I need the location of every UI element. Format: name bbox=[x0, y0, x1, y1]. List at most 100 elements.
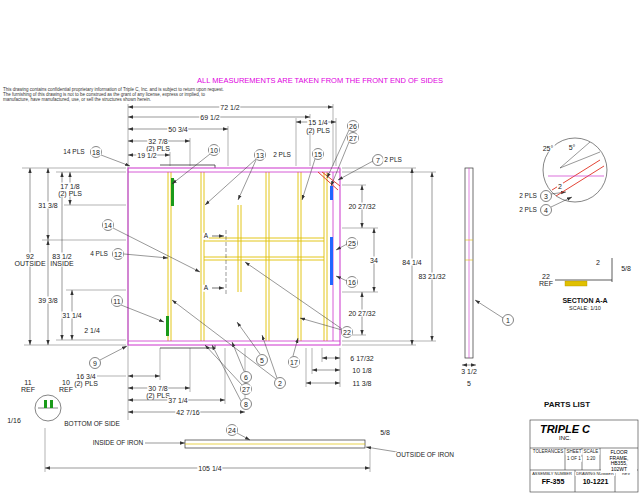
side-view bbox=[465, 168, 473, 358]
side-rail bbox=[128, 172, 340, 173]
callout-number: 9 bbox=[92, 360, 98, 367]
extension-line bbox=[170, 152, 171, 166]
title-block-border bbox=[530, 420, 638, 492]
bottom-profile bbox=[35, 395, 365, 448]
dimension-text: 30 7/8 bbox=[147, 385, 168, 392]
dimension-text: 16 3/4 bbox=[75, 373, 96, 380]
extension-line bbox=[64, 205, 126, 206]
annotation-text: INSIDE OF IRON bbox=[92, 440, 145, 447]
dimension-text: 31 3/8 bbox=[37, 202, 58, 209]
callout-balloons bbox=[90, 121, 552, 436]
corner-brace bbox=[318, 172, 338, 190]
longitudinal-member bbox=[241, 205, 242, 292]
longitudinal-member bbox=[204, 257, 324, 258]
callout-balloon bbox=[113, 249, 124, 260]
section-member bbox=[565, 281, 587, 286]
side-view-member bbox=[465, 260, 473, 261]
annotation-text: SCALE: 1/10 bbox=[568, 306, 602, 312]
callout-number: 22 bbox=[342, 329, 352, 336]
leader-line bbox=[336, 244, 347, 250]
callout-balloon bbox=[313, 149, 324, 160]
leader-line bbox=[145, 443, 185, 444]
dimension-line bbox=[462, 365, 476, 366]
title-block-text: 1 OF 1 bbox=[566, 457, 582, 462]
dimension-text: 92 bbox=[25, 253, 35, 260]
dimension-text: (2) PLS bbox=[57, 190, 83, 197]
view-heading: PARTS LIST bbox=[543, 401, 591, 409]
leader-line bbox=[338, 161, 373, 180]
section-profile bbox=[555, 280, 612, 281]
dimension-text: 5 bbox=[466, 380, 472, 387]
dimension-text: 5/8 bbox=[620, 265, 632, 272]
callout-number: 14 bbox=[103, 222, 113, 229]
extension-line bbox=[333, 104, 334, 166]
cross-member bbox=[298, 172, 299, 341]
cross-member bbox=[269, 172, 270, 341]
title-block-text: TOLERANCES bbox=[532, 450, 564, 455]
dimension-text: OUTSIDE bbox=[13, 260, 46, 267]
callout-balloon bbox=[227, 425, 238, 436]
callout-balloon bbox=[90, 358, 101, 369]
angle-line bbox=[560, 152, 600, 168]
dimension-text: 32 7/8 bbox=[147, 138, 168, 145]
callout-balloon bbox=[91, 147, 102, 158]
dimension-text: (2) PLS bbox=[145, 145, 171, 152]
dimension-text: 72 1/2 bbox=[219, 104, 240, 111]
leader-line bbox=[100, 346, 127, 360]
leader-line bbox=[232, 342, 244, 371]
extension-line bbox=[342, 185, 366, 186]
leader-line bbox=[121, 305, 164, 322]
dimension-line bbox=[128, 376, 160, 377]
extension-line bbox=[66, 290, 126, 291]
cross-member bbox=[168, 172, 169, 341]
callout-balloon bbox=[348, 133, 359, 144]
callout-balloon bbox=[347, 277, 358, 288]
extension-line bbox=[22, 168, 126, 169]
title-block-cell: TRIPLE CINC. bbox=[532, 422, 598, 443]
longitudinal-member bbox=[204, 238, 324, 239]
side-view-outline bbox=[465, 168, 473, 358]
dimension-text: 20 27/32 bbox=[347, 203, 376, 210]
leader-line bbox=[172, 154, 210, 184]
dimension-text: 19 1/2 bbox=[136, 152, 157, 159]
dimension-text: 83 21/32 bbox=[417, 273, 446, 280]
callout-balloon bbox=[541, 205, 552, 216]
annotation-text: 4 PLS bbox=[89, 251, 109, 258]
leader-line bbox=[237, 433, 250, 440]
dimension-text: (2) PLS bbox=[73, 380, 99, 387]
frame-outline bbox=[128, 168, 340, 345]
leader-line bbox=[551, 197, 572, 207]
dimension-text: 25° bbox=[542, 145, 555, 152]
dimension-text: 83 1/2 bbox=[51, 253, 72, 260]
title-block-cell: 10-1221 bbox=[577, 477, 614, 487]
annotation-text: 2 PLS bbox=[518, 207, 538, 214]
dimension-text: 5/8 bbox=[379, 429, 391, 436]
title-block-text: SHEET bbox=[565, 450, 582, 455]
dimension-text: 5° bbox=[568, 144, 577, 151]
dimension-text: INSIDE bbox=[49, 260, 74, 267]
callout-balloon bbox=[275, 378, 286, 389]
leader-line bbox=[172, 300, 276, 379]
annotation-text: 2 PLS bbox=[518, 193, 538, 200]
dimension-text: 34 bbox=[369, 257, 379, 264]
callout-number: 3 bbox=[543, 193, 549, 200]
callout-balloon bbox=[541, 191, 552, 202]
extension-line bbox=[225, 348, 226, 404]
gusset-plate bbox=[171, 178, 174, 206]
dimension-text: REF bbox=[58, 386, 74, 393]
callout-number: 1 bbox=[505, 317, 511, 324]
profile-outline bbox=[185, 440, 365, 448]
dimension-text: (2) PLS bbox=[305, 127, 331, 134]
extension-line bbox=[45, 428, 46, 472]
leader-line bbox=[245, 262, 342, 329]
side-stub bbox=[160, 165, 215, 166]
extension-line bbox=[370, 450, 371, 472]
annotation-text: 2 PLS bbox=[272, 152, 292, 159]
dimension-lines bbox=[30, 107, 476, 468]
callout-balloon bbox=[241, 372, 252, 383]
extension-line bbox=[342, 345, 416, 346]
dimension-line bbox=[306, 383, 340, 384]
title-block-text: SCALE bbox=[583, 450, 600, 455]
callout-number: 18 bbox=[91, 149, 101, 156]
dimension-text: 105 1/4 bbox=[197, 465, 222, 472]
